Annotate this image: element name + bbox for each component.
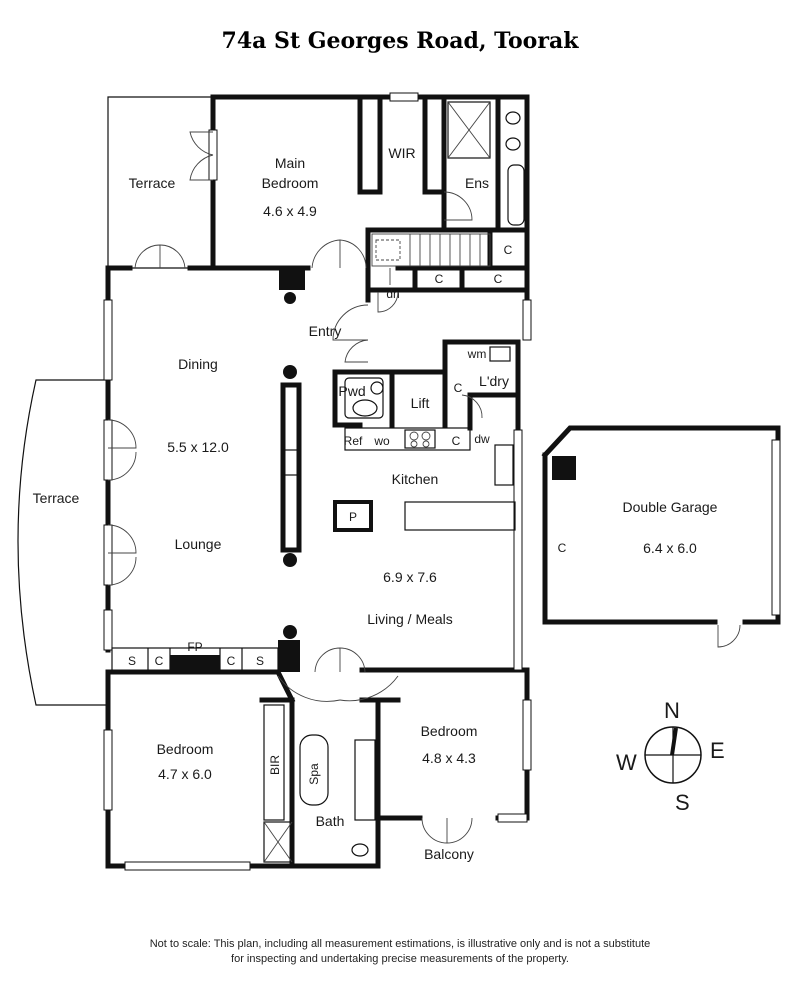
doors xyxy=(107,131,741,844)
label-main-bedroom-2: Bedroom xyxy=(262,175,319,191)
compass: N E S W xyxy=(616,698,725,815)
label-c-laundry: C xyxy=(454,381,463,395)
disclaimer-line-2: for inspecting and undertaking precise m… xyxy=(231,953,569,965)
label-ref: Ref xyxy=(344,434,363,448)
label-c-ens: C xyxy=(504,243,513,257)
label-balcony: Balcony xyxy=(424,846,474,862)
disclaimer-line-1: Not to scale: This plan, including all m… xyxy=(150,938,651,950)
label-lounge: Lounge xyxy=(175,536,222,552)
bathroom-fixtures xyxy=(263,704,376,863)
label-c-2: C xyxy=(227,654,236,668)
label-living-size: 6.9 x 7.6 xyxy=(383,569,437,585)
label-bedroom-left-size: 4.7 x 6.0 xyxy=(158,766,212,782)
cabinet-row xyxy=(111,647,279,673)
label-entry: Entry xyxy=(309,323,342,339)
label-bedroom-left: Bedroom xyxy=(157,741,214,757)
label-double-garage: Double Garage xyxy=(623,499,718,515)
label-ens: Ens xyxy=(465,175,489,191)
compass-s: S xyxy=(675,790,690,815)
label-dining-size: 5.5 x 12.0 xyxy=(167,439,229,455)
label-dn: dn xyxy=(386,287,399,301)
label-living: Living / Meals xyxy=(367,611,453,627)
compass-n: N xyxy=(664,698,680,723)
label-c-garage: C xyxy=(558,541,567,555)
label-laundry: L'dry xyxy=(479,373,509,389)
windows xyxy=(103,92,532,871)
label-bath: Bath xyxy=(316,813,345,829)
terrace-left-outline xyxy=(17,379,108,706)
label-garage-size: 6.4 x 6.0 xyxy=(643,540,697,556)
interior-walls xyxy=(259,94,530,869)
label-dining: Dining xyxy=(178,356,218,372)
label-wo: wo xyxy=(373,434,390,448)
label-lift: Lift xyxy=(411,395,430,411)
label-s-2: S xyxy=(256,654,264,668)
ensuite-fixtures xyxy=(447,101,525,226)
label-bir: BIR xyxy=(268,755,282,775)
plan-title: 74a St Georges Road, Toorak xyxy=(222,28,580,54)
label-bedroom-right: Bedroom xyxy=(421,723,478,739)
label-c-1: C xyxy=(155,654,164,668)
label-terrace-left: Terrace xyxy=(33,490,80,506)
label-terrace-top: Terrace xyxy=(129,175,176,191)
label-c-kitchen: C xyxy=(452,434,461,448)
compass-w: W xyxy=(616,750,637,775)
label-p: P xyxy=(349,510,357,524)
label-s-1: S xyxy=(128,654,136,668)
label-pwd: Pwd xyxy=(338,383,365,399)
fireplace-column xyxy=(278,268,305,672)
label-wm: wm xyxy=(467,347,487,361)
label-kitchen: Kitchen xyxy=(392,471,439,487)
label-c-stair-1: C xyxy=(435,272,444,286)
label-wir: WIR xyxy=(388,145,415,161)
label-dw: dw xyxy=(474,432,490,446)
label-fp: FP xyxy=(187,640,202,654)
label-c-stair-2: C xyxy=(494,272,503,286)
garage-outline xyxy=(541,425,781,625)
staircase xyxy=(371,233,491,285)
compass-e: E xyxy=(710,738,725,763)
label-spa: Spa xyxy=(307,763,321,785)
terrace-top-outline xyxy=(107,96,213,269)
kitchen-fixtures xyxy=(333,346,516,532)
label-main-bedroom-1: Main xyxy=(275,155,305,171)
label-main-bedroom-size: 4.6 x 4.9 xyxy=(263,203,317,219)
label-bedroom-right-size: 4.8 x 4.3 xyxy=(422,750,476,766)
